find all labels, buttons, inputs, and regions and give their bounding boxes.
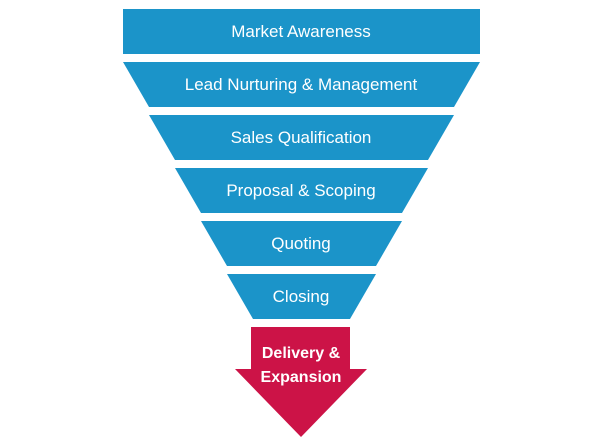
funnel-stage-market-awareness: Market Awareness bbox=[123, 9, 480, 54]
funnel-stage-label: Sales Qualification bbox=[231, 128, 372, 147]
outcome-label-line2: Expansion bbox=[261, 369, 342, 386]
funnel-stage-shape bbox=[175, 168, 428, 213]
funnel-stage-label: Proposal & Scoping bbox=[226, 181, 375, 200]
outcome-label-line1: Delivery & bbox=[262, 345, 341, 362]
funnel-stage-label: Market Awareness bbox=[231, 22, 371, 41]
funnel-stage-sales-qualification: Sales Qualification bbox=[149, 115, 454, 160]
funnel-stage-shape bbox=[149, 115, 454, 160]
funnel-stage-label: Quoting bbox=[271, 234, 331, 253]
funnel-stage-closing: Closing bbox=[227, 274, 376, 319]
funnel-stage-quoting: Quoting bbox=[201, 221, 402, 266]
funnel-stage-lead-nurturing: Lead Nurturing & Management bbox=[123, 62, 480, 107]
arrow-down-icon bbox=[235, 327, 367, 437]
funnel-outcome-arrow: Delivery & Expansion bbox=[235, 327, 367, 437]
funnel-stage-proposal-scoping: Proposal & Scoping bbox=[175, 168, 428, 213]
funnel-stage-shape bbox=[123, 9, 480, 54]
funnel-stage-shape bbox=[201, 221, 402, 266]
funnel-stage-label: Lead Nurturing & Management bbox=[185, 75, 418, 94]
funnel-stage-label: Closing bbox=[273, 287, 330, 306]
funnel-stage-shape bbox=[227, 274, 376, 319]
funnel-stage-shape bbox=[123, 62, 480, 107]
